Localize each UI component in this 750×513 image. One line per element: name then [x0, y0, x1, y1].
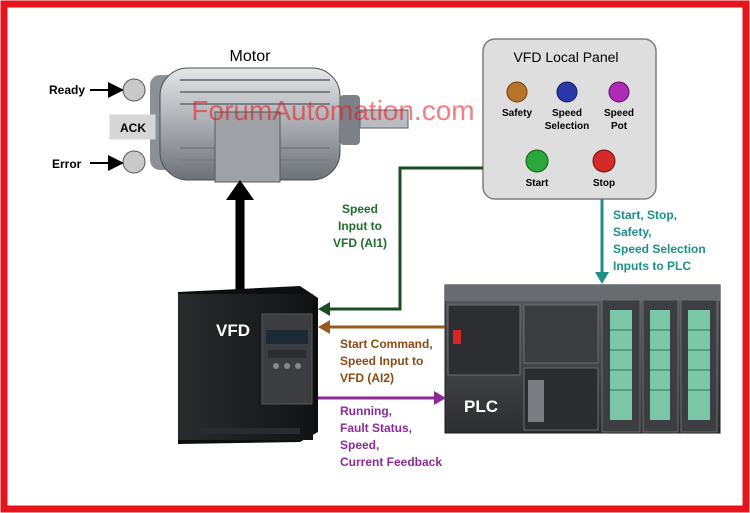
panel-to-plc-text-line: Speed Selection	[613, 242, 706, 256]
start-command-ai2-text: Start Command, Speed Input to VFD (AI2)	[340, 337, 433, 385]
speed-pot-label-line: Speed	[604, 108, 634, 119]
feedback-arrowhead	[434, 391, 446, 405]
speed-input-ai1-text-line: VFD (AI1)	[333, 236, 387, 250]
speed-selection-label-line: Speed	[552, 108, 582, 119]
indicator-group	[90, 78, 156, 174]
error-lamp	[122, 150, 146, 174]
feedback-text-line: Fault Status,	[340, 421, 412, 435]
panel-title: VFD Local Panel	[513, 49, 618, 65]
feedback-text-line: Running,	[340, 404, 392, 418]
start-button	[525, 149, 549, 173]
ready-lamp	[122, 78, 146, 102]
vfd-drive-image	[178, 286, 318, 444]
plc-label: PLC	[464, 397, 498, 416]
panel-to-plc-text-line: Start, Stop,	[613, 208, 677, 222]
ack-button-shape	[109, 114, 156, 140]
speed-selection-label-line: Selection	[545, 121, 589, 132]
stop-label: Stop	[593, 178, 615, 189]
start-label: Start	[526, 178, 549, 189]
watermark: ForumAutomation.com	[191, 95, 474, 126]
speed-selection-button	[556, 81, 578, 103]
motor-title: Motor	[230, 48, 272, 65]
safety-label: Safety	[502, 108, 532, 119]
start-command-ai2-arrowhead	[318, 320, 330, 334]
panel-buttons	[506, 81, 630, 173]
feedback-text: Running, Fault Status, Speed, Current Feedb…	[340, 404, 442, 469]
start-command-ai2-text-line: VFD (AI2)	[340, 371, 394, 385]
start-command-ai2-text-line: Start Command,	[340, 337, 433, 351]
panel-to-plc-text-line: Inputs to PLC	[613, 259, 691, 273]
vfd-label: VFD	[216, 321, 250, 340]
start-command-ai2-text-line: Speed Input to	[340, 354, 423, 368]
feedback-text-line: Speed,	[340, 438, 379, 452]
speed-input-ai1-line	[326, 166, 483, 311]
panel-to-plc-text-line: Safety,	[613, 225, 651, 239]
vfd-to-motor-arrowhead	[226, 180, 254, 200]
stop-button	[592, 149, 616, 173]
speed-input-ai1-text-line: Speed	[342, 202, 378, 216]
speed-input-ai1-arrowhead	[318, 302, 330, 316]
error-label: Error	[52, 157, 82, 171]
speed-input-ai1-text-line: Input to	[338, 219, 382, 233]
speed-pot-label-line: Pot	[611, 121, 628, 132]
ready-label: Ready	[49, 83, 85, 97]
panel-to-plc-arrowhead	[595, 272, 609, 284]
plc-image	[444, 284, 721, 434]
feedback-text-line: Current Feedback	[340, 455, 442, 469]
speed-pot-button	[608, 81, 630, 103]
safety-button	[506, 81, 528, 103]
motor-image	[150, 67, 409, 183]
ack-label: ACK	[120, 121, 146, 135]
